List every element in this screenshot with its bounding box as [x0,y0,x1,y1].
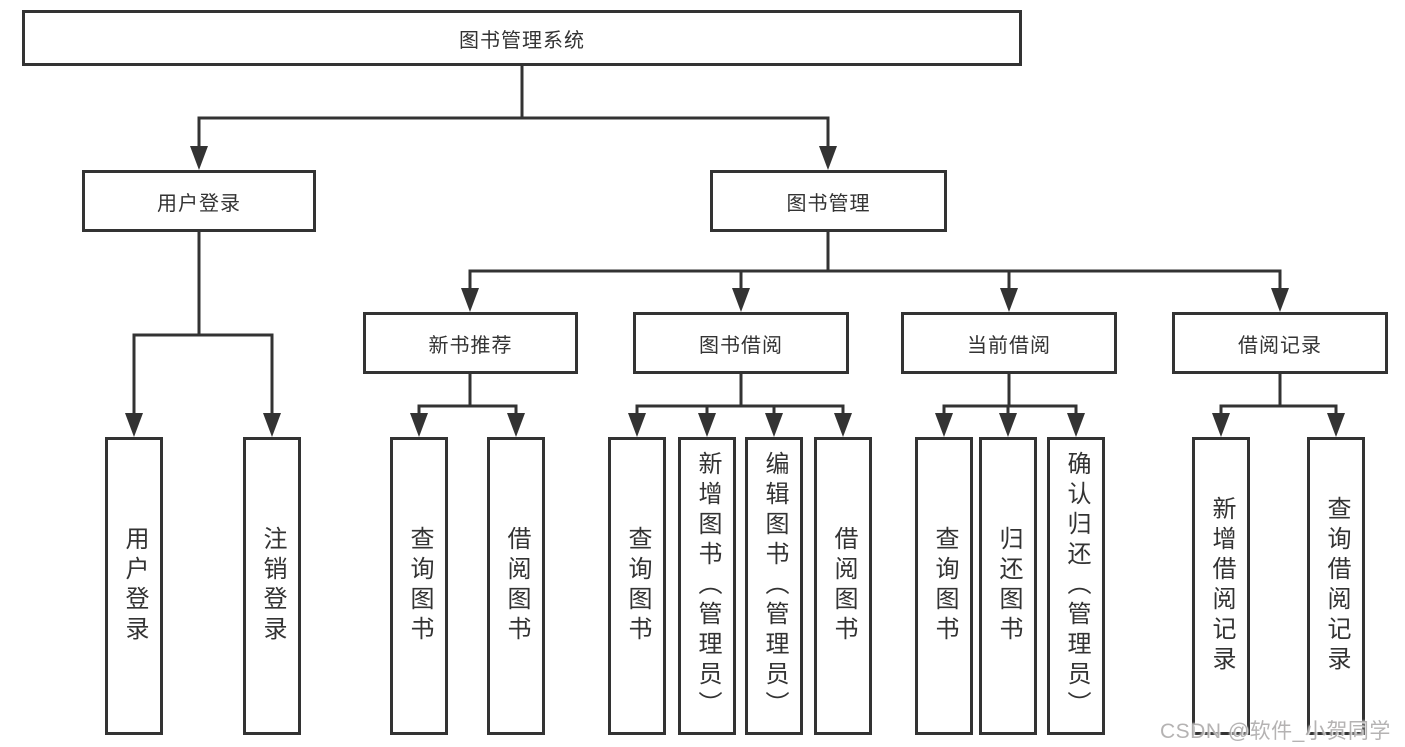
arrowhead-icon [410,413,428,437]
node-user-login: 用户登录 [82,170,316,232]
leaf-query-borrow-record: 查询借阅记录 [1307,437,1365,735]
connector-borrowrecord-to-leaves [1219,372,1338,418]
connector-lines [132,64,1338,418]
leaf-add-books-admin-label: 新增图书（管理员） [694,451,721,721]
arrowhead-icon [732,288,750,312]
arrowhead-icon [1067,413,1085,437]
leaf-query-books-current-label: 查询图书 [931,526,958,646]
arrowheads [125,146,1345,437]
arrowhead-icon [1000,288,1018,312]
leaf-user-login-label: 用户登录 [121,526,148,646]
node-book-management: 图书管理 [710,170,947,232]
arrowhead-icon [935,413,953,437]
node-current-borrow-label: 当前借阅 [967,334,1051,357]
connector-bookmgmt-to-level3 [468,230,1282,294]
node-root: 图书管理系统 [22,10,1022,66]
arrowhead-icon [628,413,646,437]
leaf-edit-books-admin-label: 编辑图书（管理员） [761,451,788,721]
leaf-add-borrow-record-label: 新增借阅记录 [1208,496,1235,676]
leaf-logout: 注销登录 [243,437,301,735]
leaf-confirm-return-admin-label: 确认归还（管理员） [1063,451,1090,721]
connector-bookborrow-to-leaves [635,372,845,418]
connector-root-to-level2 [197,64,830,152]
leaf-add-borrow-record: 新增借阅记录 [1192,437,1250,735]
arrowhead-icon [507,413,525,437]
arrowhead-icon [999,413,1017,437]
arrowhead-icon [190,146,208,170]
node-borrow-record-label: 借阅记录 [1238,334,1322,357]
leaf-query-books-borrow: 查询图书 [608,437,666,735]
node-new-book-recommend-label: 新书推荐 [428,334,513,357]
node-borrow-record: 借阅记录 [1172,312,1388,374]
leaf-return-books-label: 归还图书 [995,526,1022,646]
leaf-query-books-current: 查询图书 [915,437,973,735]
node-current-borrow: 当前借阅 [901,312,1117,374]
connector-newbook-to-leaves [417,372,518,418]
arrowhead-icon [1327,413,1345,437]
leaf-borrow-books-recommend: 借阅图书 [487,437,545,735]
leaf-query-borrow-record-label: 查询借阅记录 [1323,496,1350,676]
node-new-book-recommend: 新书推荐 [363,312,578,374]
leaf-borrow-books-recommend-label: 借阅图书 [503,526,530,646]
arrowhead-icon [263,413,281,437]
leaf-return-books: 归还图书 [979,437,1037,735]
leaf-query-books-recommend: 查询图书 [390,437,448,735]
leaf-edit-books-admin: 编辑图书（管理员） [745,437,803,735]
arrowhead-icon [461,288,479,312]
node-book-management-label: 图书管理 [786,192,871,215]
arrowhead-icon [1271,288,1289,312]
csdn-watermark: CSDN @软件_小贺同学 [1160,720,1391,743]
arrowhead-icon [819,146,837,170]
arrowhead-icon [765,413,783,437]
leaf-borrow-books-label: 借阅图书 [830,526,857,646]
node-root-label: 图书管理系统 [459,29,585,52]
leaf-query-books-borrow-label: 查询图书 [624,526,651,646]
node-user-login-label: 用户登录 [157,192,241,215]
arrowhead-icon [698,413,716,437]
connector-userlogin-to-leaves [132,230,274,418]
node-book-borrow-label: 图书借阅 [699,334,783,357]
arrowhead-icon [1212,413,1230,437]
leaf-logout-label: 注销登录 [259,526,286,646]
leaf-add-books-admin: 新增图书（管理员） [678,437,736,735]
leaf-borrow-books: 借阅图书 [814,437,872,735]
leaf-user-login: 用户登录 [105,437,163,735]
node-book-borrow: 图书借阅 [633,312,849,374]
arrowhead-icon [125,413,143,437]
leaf-confirm-return-admin: 确认归还（管理员） [1047,437,1105,735]
connector-currentborrow-to-leaves [942,372,1078,418]
leaf-query-books-recommend-label: 查询图书 [406,526,433,646]
arrowhead-icon [834,413,852,437]
